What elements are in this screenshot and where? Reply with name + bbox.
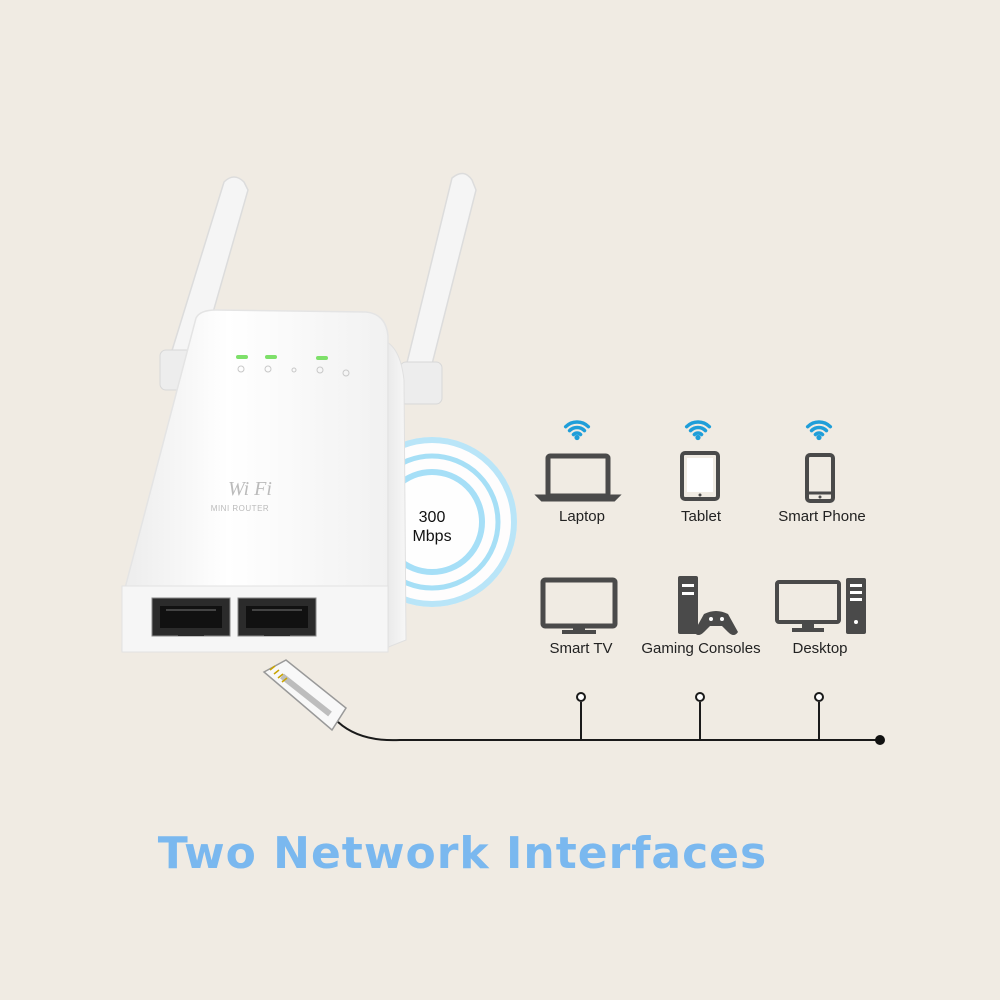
device-label-smartphone: Smart Phone (778, 508, 866, 525)
device-label-desktop: Desktop (792, 640, 848, 657)
speed-unit: Mbps (412, 528, 452, 545)
ethernet-plug (262, 659, 347, 732)
speed-badge: 300 Mbps (392, 508, 472, 546)
wifi-icons (563, 420, 833, 441)
smartphone-icon (805, 453, 835, 503)
gaming-console-icon (678, 576, 738, 635)
router-brand-subtitle: MINI ROUTER (210, 504, 270, 513)
cable-end-dot (875, 735, 885, 745)
wifi-icon-tablet (684, 420, 712, 441)
device-label-smart-tv: Smart TV (549, 640, 613, 657)
ethernet-port-2 (237, 597, 317, 637)
device-label-tablet: Tablet (680, 508, 722, 525)
router-brand-logo: Wi Fi (228, 478, 272, 500)
device-label-gaming-consoles: Gaming Consoles (641, 640, 761, 657)
status-leds (236, 355, 350, 377)
wifi-icon-laptop (563, 420, 591, 441)
ethernet-cable (337, 721, 880, 742)
laptop-icon (534, 453, 622, 502)
wifi-icon-smartphone (805, 420, 833, 441)
speed-value: 300 (418, 509, 446, 526)
desktop-icon (775, 578, 866, 634)
headline: Two Network Interfaces (157, 828, 768, 879)
antenna-right (399, 172, 477, 405)
tablet-icon (680, 451, 720, 501)
device-label-laptop: Laptop (559, 508, 605, 525)
connector-drops (576, 692, 824, 740)
ethernet-port-1 (151, 597, 231, 637)
tv-icon (540, 577, 618, 634)
